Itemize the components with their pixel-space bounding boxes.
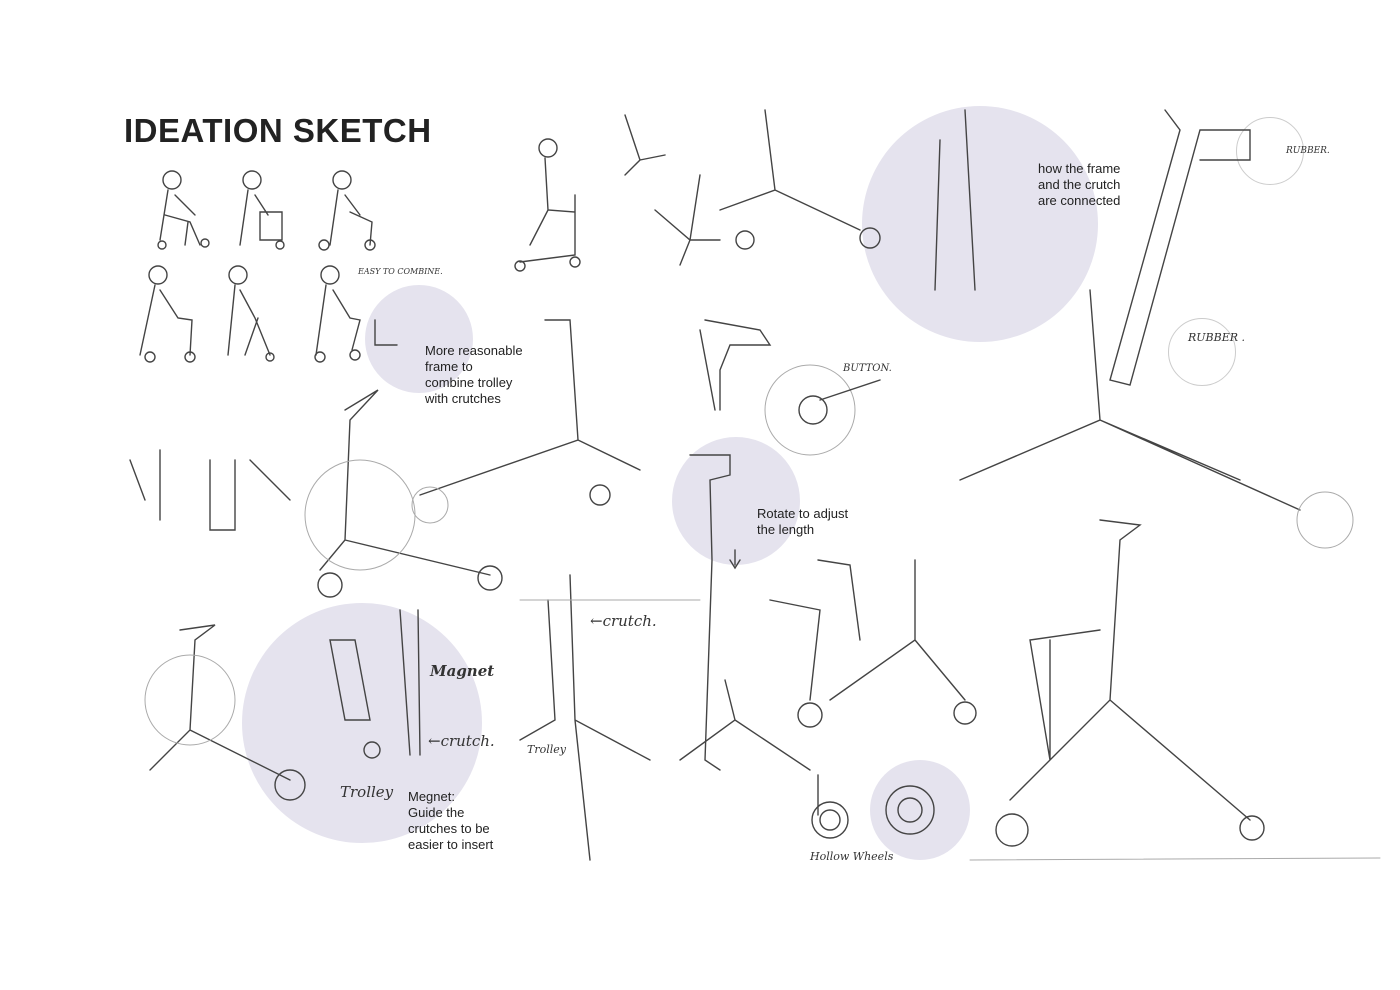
highlight-circle-magnet: [242, 603, 482, 843]
highlight-circle-rotate: [672, 437, 800, 565]
note-rotate: Rotate to adjust the length: [757, 506, 849, 537]
detail-ring: [1168, 318, 1236, 386]
label-magnet: Magnet: [430, 662, 495, 680]
label-crutch-1: ←crutch.: [590, 612, 657, 630]
label-crutch-2: ←crutch.: [428, 732, 495, 750]
label-rubber-top: RUBBER.: [1286, 146, 1330, 156]
detail-ring: [1236, 117, 1304, 185]
label-hollow-wheels: Hollow Wheels: [810, 850, 894, 863]
note-reasonable-frame: More reasonable frame to combine trolley…: [425, 343, 523, 406]
highlight-circle-reasonable: [365, 285, 473, 393]
label-trolley-1: Trolley: [340, 783, 394, 801]
frame-sketches: [129, 109, 1381, 861]
page-title: IDEATION SKETCH: [124, 112, 432, 149]
highlight-circle-connection: [862, 106, 1098, 342]
label-trolley-2: Trolley: [527, 743, 566, 756]
label-button: BUTTON.: [843, 363, 892, 374]
note-magnet: Megnet: Guide the crutches to be easier …: [408, 789, 494, 852]
label-rubber: RUBBER .: [1188, 331, 1246, 344]
figure-sketches: [139, 138, 581, 363]
label-easy-to-combine: EASY TO COMBINE.: [358, 267, 443, 276]
note-frame-crutch: how the frame and the crutch are connect…: [1038, 161, 1121, 208]
